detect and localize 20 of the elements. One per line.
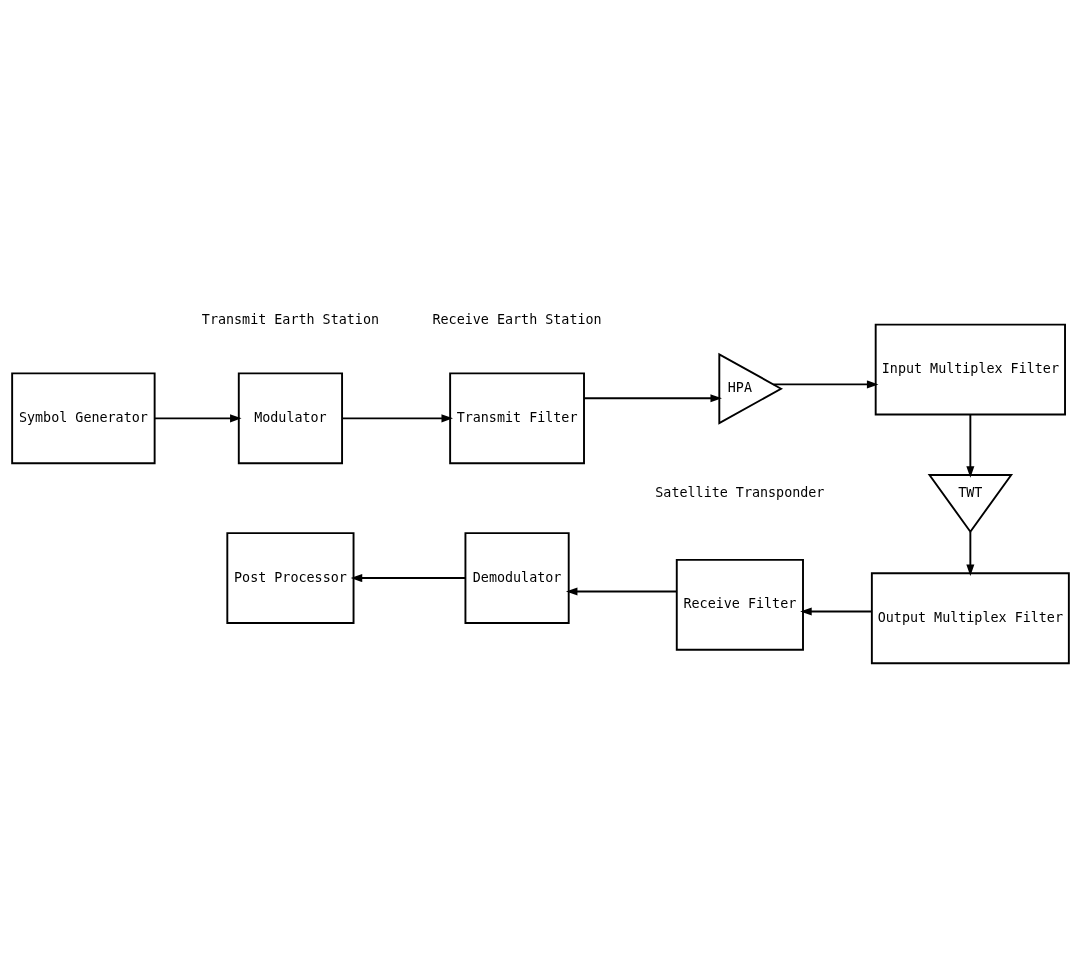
- label: Satellite Transponder: [655, 485, 825, 501]
- arrow: [800, 607, 873, 616]
- node-box: Post Processor: [226, 532, 355, 624]
- node-box: Demodulator: [464, 532, 570, 624]
- node-box: Transmit Filter: [449, 372, 585, 465]
- label: Transmit Earth Station: [201, 312, 380, 328]
- arrow: [153, 414, 242, 423]
- arrow: [583, 394, 722, 403]
- node-box: Output Multiplex Filter: [870, 572, 1070, 665]
- arrow: [350, 574, 467, 583]
- arrow: [772, 380, 879, 389]
- node-box: Symbol Generator: [11, 372, 156, 465]
- label: Receive Earth Station: [432, 312, 602, 328]
- node-box: Modulator: [237, 372, 344, 465]
- node-box: Receive Filter: [675, 558, 804, 651]
- arrow: [966, 413, 975, 478]
- arrow: [966, 530, 975, 576]
- node-box: Input Multiplex Filter: [874, 323, 1066, 416]
- arrow: [341, 414, 453, 423]
- arrow: [565, 587, 678, 596]
